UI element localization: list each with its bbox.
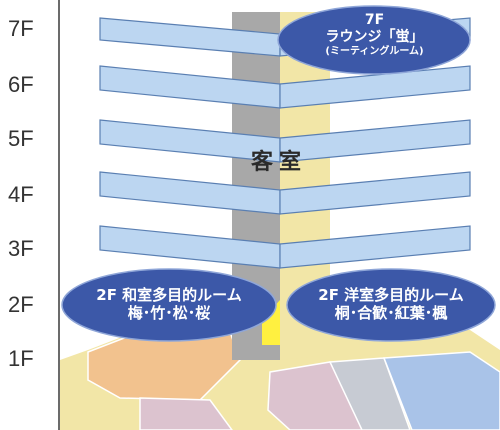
callout-7f-name: ラウンジ「蛍」 [325,28,424,45]
callout-7f-floor: 7F [364,12,385,28]
slab-4f [99,171,471,215]
floor-label-1f: 1F [8,346,34,371]
bubble-7f-lounge [277,5,471,75]
callout-7f-lounge: 7F ラウンジ「蛍」 (ミーティングルーム) [278,6,471,74]
floor-label-5f: 5F [8,126,34,151]
slab-3f [99,225,471,269]
floor-label-7f: 7F [8,16,34,41]
floor-label-3f: 3F [8,236,34,261]
floor-1-plan [60,330,500,430]
floor-label-4f: 4F [8,182,34,207]
floor-axis-divider [58,0,60,430]
bubble-2f-japanese [61,268,277,342]
slab-5f [99,119,471,163]
floor-label-2f: 2F [8,292,34,317]
callout-2f-japanese-room: 2F 和室多目的ルーム 梅･竹･松･桜 [62,269,276,341]
callout-2f-japanese-title: 2F 和室多目的ルーム [96,286,242,304]
floor-label-6f: 6F [8,72,34,97]
guest-rooms-label: 客室 [251,150,308,175]
callout-2f-western-title: 2F 洋室多目的ルーム [318,286,464,304]
callout-2f-western-rooms: 桐･合歓･紅葉･楓 [334,304,448,322]
callout-7f-note: (ミーティングルーム) [325,45,424,57]
callout-2f-western-room: 2F 洋室多目的ルーム 桐･合歓･紅葉･楓 [287,269,495,341]
bubble-2f-western [286,268,496,342]
callout-2f-japanese-rooms: 梅･竹･松･桜 [127,304,211,322]
